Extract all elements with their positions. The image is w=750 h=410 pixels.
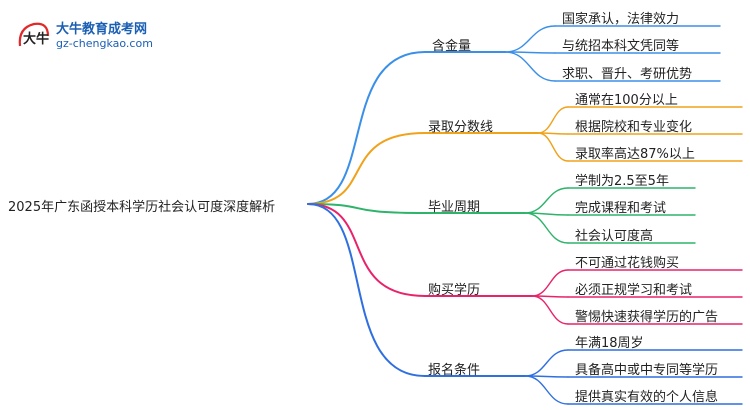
branch-connector	[307, 203, 426, 297]
site-logo[interactable]: 大牛 大牛教育成考网 gz-chengkao.com	[6, 12, 166, 56]
branch-value: 含金量	[432, 39, 472, 54]
leaf-must-study: 必须正规学习和考试	[575, 283, 693, 298]
leaf-social-recognition: 社会认可度高	[575, 229, 654, 244]
mindmap-root-node: 2025年广东函授本科学历社会认可度深度解析	[8, 200, 276, 215]
branch-connector	[307, 132, 426, 205]
branch-admission-score: 录取分数线	[428, 120, 494, 135]
branch-connector	[307, 203, 426, 214]
leaf-connector	[504, 25, 556, 53]
leaf-cannot-buy: 不可通过花钱购买	[575, 256, 680, 271]
leaf-study-duration: 学制为2.5至5年	[575, 174, 669, 189]
leaf-connector	[524, 187, 569, 214]
logo-site-name: 大牛教育成考网	[56, 22, 148, 37]
leaf-admission-rate: 录取率高达87%以上	[575, 147, 695, 162]
leaf-connector	[504, 51, 556, 82]
leaf-personal-info: 提供真实有效的个人信息	[575, 390, 719, 405]
branch-connector	[307, 51, 426, 205]
leaf-connector	[537, 132, 569, 162]
svg-text:大牛: 大牛	[23, 31, 49, 47]
leaf-varies-by-school: 根据院校和专业变化	[575, 120, 693, 135]
leaf-education-level: 具备高中或中专同等学历	[575, 363, 719, 378]
leaf-age-18: 年满18周岁	[575, 336, 644, 351]
branch-enrollment-conditions: 报名条件	[428, 363, 481, 378]
leaf-connector	[524, 349, 569, 377]
leaf-connector	[524, 212, 569, 244]
logo-site-url: gz-chengkao.com	[56, 37, 153, 50]
leaf-beware-ads: 警惕快速获得学历的广告	[575, 310, 719, 325]
leaf-career-advantage: 求职、晋升、考研优势	[562, 67, 693, 82]
leaf-connector	[524, 375, 569, 405]
branch-connector	[307, 203, 426, 377]
leaf-score-above-100: 通常在100分以上	[575, 93, 678, 108]
logo-mark-icon: 大牛	[18, 22, 50, 47]
leaf-national-recognition: 国家承认，法律效力	[562, 12, 680, 27]
leaf-complete-courses: 完成课程和考试	[575, 201, 667, 216]
leaf-connector	[537, 106, 569, 134]
leaf-connector	[531, 295, 569, 325]
branch-graduation-period: 毕业周期	[428, 200, 481, 215]
branch-buying-degree: 购买学历	[428, 283, 481, 298]
leaf-equal-to-fulltime: 与统招本科文凭同等	[562, 39, 680, 54]
leaf-connector	[531, 269, 569, 297]
